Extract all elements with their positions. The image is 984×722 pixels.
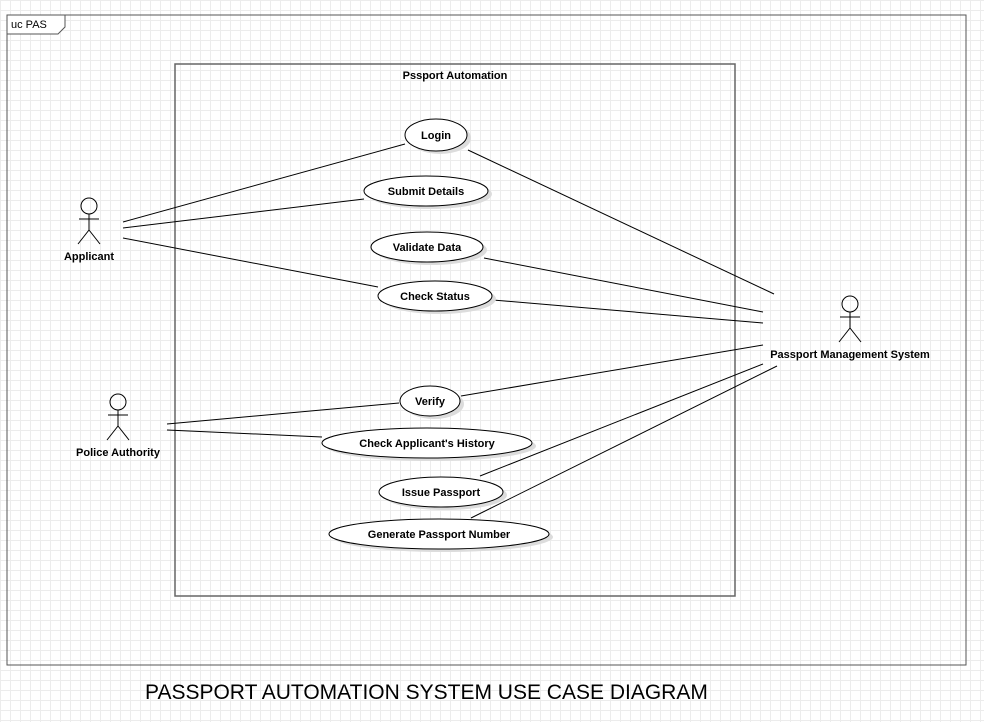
actor-applicant: Applicant bbox=[64, 197, 114, 263]
assoc-police-verify bbox=[166, 402, 400, 425]
frame-tag-box bbox=[6, 14, 66, 35]
use-case-check-status: Check Status bbox=[377, 280, 496, 314]
use-case-label: Verify bbox=[415, 396, 446, 408]
assoc-police-check-history bbox=[166, 429, 323, 438]
actor-label: Applicant bbox=[64, 251, 114, 263]
use-case-submit-details: Submit Details bbox=[363, 175, 492, 209]
assoc-pms-check-status bbox=[492, 299, 764, 324]
use-case-label: Check Status bbox=[400, 291, 470, 303]
use-case-verify: Verify bbox=[399, 385, 464, 419]
assoc-pms-validate-data bbox=[483, 257, 764, 313]
use-case-validate-data: Validate Data bbox=[370, 231, 487, 265]
system-boundary bbox=[174, 63, 736, 597]
system-boundary-title: Pssport Automation bbox=[403, 70, 508, 82]
actor-label: Passport Management System bbox=[770, 349, 930, 361]
assoc-applicant-check-status bbox=[122, 237, 379, 288]
assoc-pms-login bbox=[467, 149, 775, 295]
use-case-issue-passport: Issue Passport bbox=[378, 476, 507, 510]
use-case-generate-passport-number: Generate Passport Number bbox=[328, 518, 553, 552]
assoc-pms-generate-number bbox=[470, 365, 778, 519]
use-case-label: Check Applicant's History bbox=[359, 438, 495, 450]
assoc-pms-verify bbox=[460, 344, 764, 397]
use-case-label: Validate Data bbox=[393, 242, 462, 254]
actor-label: Police Authority bbox=[76, 447, 161, 459]
stick-figure-icon bbox=[77, 197, 101, 245]
use-case-label: Login bbox=[421, 130, 451, 142]
actor-passport-management-system: Passport Management System bbox=[770, 295, 930, 361]
assoc-pms-issue-passport bbox=[479, 363, 764, 477]
association-lines bbox=[122, 143, 778, 519]
frame-tag: uc PAS bbox=[11, 19, 47, 31]
assoc-applicant-login bbox=[122, 143, 406, 223]
actor-police-authority: Police Authority bbox=[76, 393, 161, 459]
use-case-label: Submit Details bbox=[388, 186, 464, 198]
use-case-label: Issue Passport bbox=[402, 487, 481, 499]
stick-figure-icon bbox=[106, 393, 130, 441]
uml-frame bbox=[6, 14, 967, 666]
stick-figure-icon bbox=[838, 295, 862, 343]
diagram-caption: PASSPORT AUTOMATION SYSTEM USE CASE DIAG… bbox=[145, 681, 708, 704]
use-case-login: Login bbox=[404, 118, 471, 154]
use-case-check-applicants-history: Check Applicant's History bbox=[321, 427, 536, 461]
assoc-applicant-submit-details bbox=[122, 198, 365, 229]
use-case-label: Generate Passport Number bbox=[368, 529, 511, 541]
